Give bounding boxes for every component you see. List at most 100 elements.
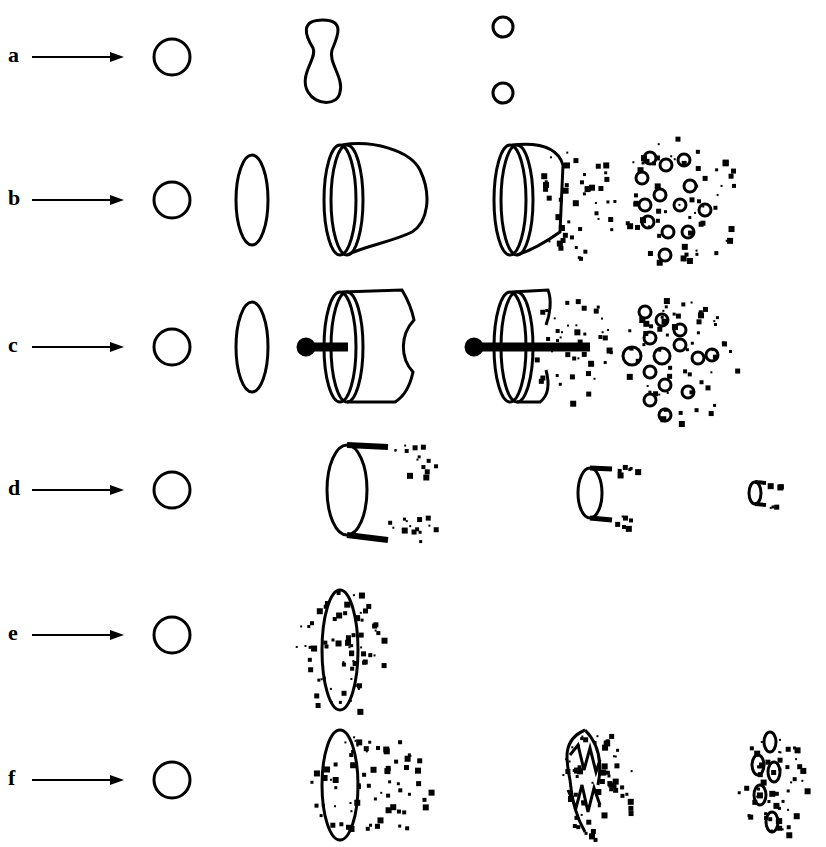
figure-part (361, 651, 366, 656)
figure-part (350, 810, 352, 812)
figure-part (602, 331, 604, 333)
figure-part (642, 161, 645, 164)
figure-part (744, 786, 749, 791)
figure-part (615, 522, 620, 527)
figure-part (426, 516, 431, 521)
figure-part (771, 830, 773, 832)
figure-part (334, 805, 336, 807)
figure-part (787, 789, 790, 792)
figure-part (672, 324, 678, 330)
figure-part (787, 825, 791, 829)
figure-part (574, 793, 578, 797)
figure-part (607, 348, 613, 354)
figure-part (622, 516, 624, 518)
figure-part (665, 305, 668, 308)
figure-part (366, 604, 371, 609)
figure-part (767, 800, 770, 803)
figure-part (598, 335, 602, 339)
figure-part (699, 310, 703, 314)
figure-part (598, 218, 600, 220)
figure-part (409, 525, 411, 527)
figure-part (32, 346, 114, 348)
figure-part (674, 158, 676, 160)
figure-part (598, 186, 603, 191)
figure-part (561, 331, 563, 333)
figure-part (324, 766, 330, 772)
figure-part (639, 317, 645, 323)
figure-part (398, 788, 402, 792)
figure-part (666, 334, 669, 337)
figure-part (560, 336, 562, 338)
figure-part (331, 292, 363, 402)
row-label: c (8, 334, 18, 356)
figure-part (566, 152, 568, 154)
figure-part (602, 812, 608, 818)
figure-part (395, 449, 397, 451)
figure-part (764, 812, 767, 815)
figure-part (782, 828, 784, 830)
figure-part (695, 408, 699, 412)
figure-part (548, 240, 550, 242)
figure-part (620, 794, 624, 798)
figure-part (656, 219, 660, 223)
figure-part (427, 459, 431, 463)
figure-part (316, 703, 321, 708)
figure-part (682, 244, 688, 250)
figure-part (703, 307, 708, 312)
figure-part (696, 150, 700, 154)
figure-part (308, 667, 313, 672)
figure-part (795, 758, 797, 760)
figure-part (349, 753, 353, 757)
figure-part (434, 464, 438, 468)
figure-part (330, 688, 332, 690)
figure-part (648, 391, 651, 394)
figure-part (667, 374, 672, 379)
figure-part (330, 823, 335, 828)
figure-part (679, 411, 683, 415)
figure-part (607, 774, 610, 777)
figure-part (556, 374, 559, 377)
figure-part (604, 171, 607, 174)
figure-part (388, 780, 391, 783)
figure-part (670, 155, 672, 157)
figure-part (678, 204, 680, 206)
figure-part (710, 371, 712, 373)
figure-part (417, 517, 422, 522)
figure-part (790, 781, 792, 783)
figure-part (359, 593, 365, 599)
figure-part (352, 660, 354, 662)
figure-part (647, 385, 649, 387)
figure-part (664, 408, 668, 412)
figure-part (652, 161, 656, 165)
figure-part (673, 313, 676, 316)
figure-part (644, 366, 656, 378)
figure-part (565, 352, 570, 357)
figure-part (334, 762, 338, 766)
figure-part (729, 226, 735, 232)
figure-part (778, 807, 781, 810)
figure-part (585, 832, 588, 835)
figure-part (771, 770, 776, 775)
figure-part (535, 357, 540, 362)
figure-part (363, 659, 368, 664)
row-label: a (8, 44, 19, 66)
figure-part (419, 531, 422, 534)
figure-part (729, 350, 732, 353)
figure-part (546, 337, 550, 341)
row-d-figure (154, 445, 766, 540)
figure-part (405, 756, 411, 762)
figure-part (32, 489, 114, 491)
figure-part (608, 217, 613, 222)
figure-part (556, 339, 559, 342)
figure-part (154, 329, 190, 365)
figure-part (575, 246, 578, 249)
figure-part (236, 155, 268, 245)
figure-part (359, 633, 364, 638)
figure-part (774, 505, 779, 510)
figure-part (494, 145, 526, 255)
figure-part (600, 770, 606, 776)
figure-part (350, 678, 352, 680)
figure-part (634, 201, 639, 206)
figure-part (565, 769, 570, 774)
